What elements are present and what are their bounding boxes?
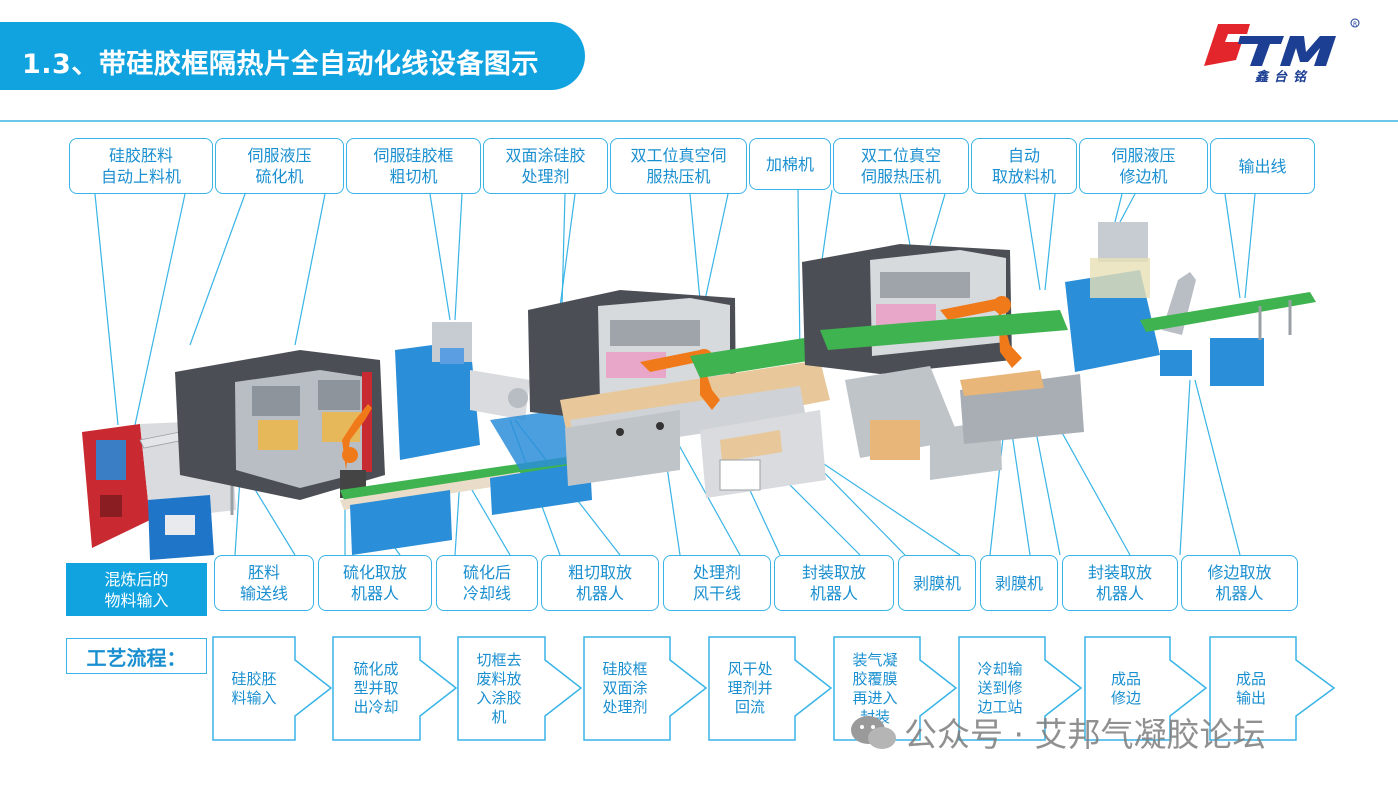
title-banner	[0, 22, 585, 90]
process-step-9: 成品 输出	[1235, 670, 1266, 707]
logo-subtitle: 鑫台铭	[1255, 70, 1313, 85]
rough-cutting-machine	[395, 322, 530, 460]
callout-cotton-adding-machine: 加棉机	[749, 138, 831, 190]
callout-film-peeler-2: 剥膜机	[980, 555, 1058, 611]
packaging-robot-2	[940, 296, 1022, 368]
callout-vacuum-hot-press-1: 双工位真空伺 服热压机	[610, 138, 747, 194]
process-step-1: 硅胶胚 料输入	[231, 670, 277, 707]
film-peeling-machines	[845, 366, 1084, 480]
callout-drying-line: 处理剂 风干线	[663, 555, 771, 611]
cooling-line	[340, 452, 604, 555]
callout-trimming-robot: 修边取放 机器人	[1181, 555, 1298, 611]
header-divider	[0, 120, 1398, 122]
process-step-3: 切框去 废料放 入涂胶 机	[476, 651, 522, 726]
callout-double-side-coating: 双面涂硅胶 处理剂	[483, 138, 608, 194]
page-title: 1.3、带硅胶框隔热片全自动化线设备图示	[22, 49, 539, 80]
callout-vacuum-hot-press-2: 双工位真空 伺服热压机	[833, 138, 969, 194]
callout-rough-cut-robot: 粗切取放 机器人	[541, 555, 659, 611]
process-step-5: 风干处 理剂并 回流	[727, 660, 773, 716]
vulcanizing-press	[175, 350, 385, 500]
process-step-2: 硫化成 型并取 出冷却	[353, 660, 399, 716]
output-conveyor	[1140, 292, 1316, 340]
process-step-7: 冷却输 送到修 边工站	[977, 660, 1023, 716]
callout-hydraulic-trimmer: 伺服液压 修边机	[1079, 138, 1208, 194]
stm-logo: R	[1204, 18, 1360, 66]
process-step-8: 成品 修边	[1110, 670, 1141, 707]
callout-servo-frame-rough-cutter: 伺服硅胶框 粗切机	[346, 138, 481, 194]
watermark-text: 公众号 · 艾邦气凝胶论坛	[904, 715, 1266, 754]
callout-output-line: 输出线	[1210, 138, 1315, 194]
callout-packaging-robot-2: 封装取放 机器人	[1062, 555, 1178, 611]
callout-silicone-blank-feeder: 硅胶胚料 自动上料机	[69, 138, 213, 194]
drying-line	[560, 360, 830, 486]
callout-packaging-robot-1: 封装取放 机器人	[774, 555, 894, 611]
material-input-box: 混炼后的 物料输入	[66, 563, 207, 616]
callout-cooling-line: 硫化后 冷却线	[436, 555, 538, 611]
cotton-adding-machine	[690, 334, 840, 498]
callout-auto-pick-place: 自动 取放料机	[971, 138, 1077, 194]
trimming-robot	[1160, 272, 1264, 386]
process-step-4: 硅胶框 双面涂 处理剂	[602, 660, 648, 716]
wechat-icon	[851, 716, 896, 749]
callout-vulcanize-robot: 硫化取放 机器人	[318, 555, 432, 611]
callout-blank-conveyor: 胚料 输送线	[214, 555, 314, 611]
transfer-conveyor	[820, 310, 1068, 350]
callout-film-peeler-1: 剥膜机	[898, 555, 976, 611]
hydraulic-trimming-machine	[1065, 222, 1160, 372]
callout-servo-hydraulic-vulcanizer: 伺服液压 硫化机	[215, 138, 344, 194]
process-flow-label: 工艺流程：	[66, 638, 207, 674]
svg-text:R: R	[1353, 21, 1357, 28]
